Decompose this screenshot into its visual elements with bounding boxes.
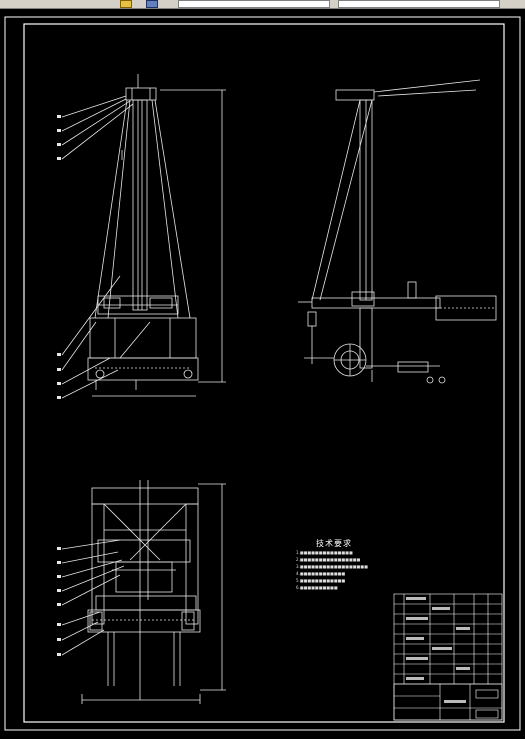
side-view <box>298 79 497 384</box>
title-block <box>393 593 503 721</box>
folder-icon[interactable] <box>120 0 132 8</box>
inner-frame <box>23 23 505 723</box>
top-view <box>57 480 226 704</box>
note-line: 3.■■■■■■■■■■■■■■■■■■ <box>296 564 368 569</box>
command-input[interactable] <box>178 0 330 8</box>
layer-dropdown[interactable] <box>338 0 500 8</box>
note-line: 1.■■■■■■■■■■■■■■ <box>296 550 353 555</box>
mechanical-drawing <box>4 16 521 731</box>
note-line: 6.■■■■■■■■■■ <box>296 585 338 590</box>
note-line: 4.■■■■■■■■■■■■ <box>296 571 346 576</box>
drawing-canvas[interactable]: 技术要求 1.■■■■■■■■■■■■■■ 2.■■■■■■■■■■■■■■■■… <box>0 9 525 739</box>
technical-requirements: 技术要求 1.■■■■■■■■■■■■■■ 2.■■■■■■■■■■■■■■■■… <box>296 538 416 591</box>
save-icon[interactable] <box>146 0 158 8</box>
front-view <box>57 74 226 399</box>
note-line: 2.■■■■■■■■■■■■■■■■ <box>296 557 361 562</box>
note-line: 5.■■■■■■■■■■■■ <box>296 578 346 583</box>
notes-title: 技术要求 <box>316 539 352 548</box>
cad-toolbar <box>0 0 525 9</box>
outer-frame <box>4 16 521 731</box>
